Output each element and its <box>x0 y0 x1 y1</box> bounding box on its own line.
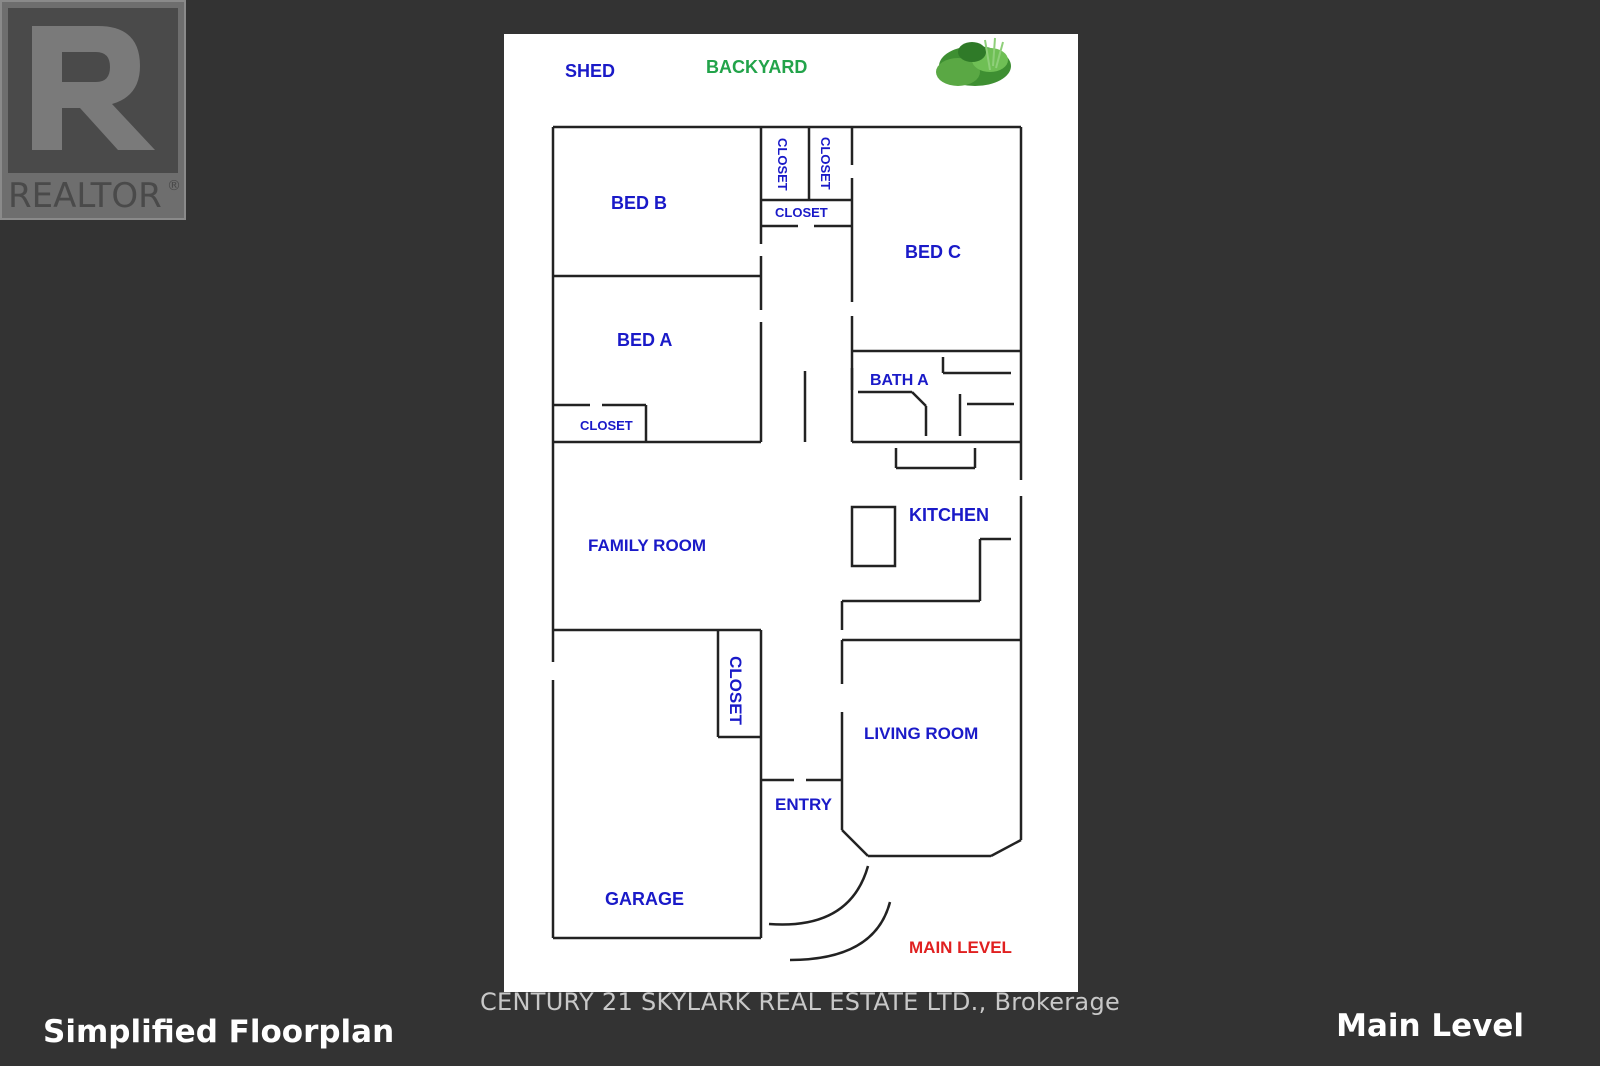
closet-label: CLOSET <box>775 138 790 191</box>
garage-label: GARAGE <box>605 889 684 909</box>
entry-label: ENTRY <box>775 795 833 814</box>
plant-icon <box>936 37 1011 86</box>
bed-a-label: BED A <box>617 330 672 350</box>
brokerage-watermark: CENTURY 21 SKYLARK REAL ESTATE LTD., Bro… <box>479 988 1121 1016</box>
bath-a-label: BATH A <box>870 372 929 389</box>
realtor-wordmark: REALTOR <box>8 176 162 216</box>
caption-level: Main Level <box>1336 1008 1524 1044</box>
kitchen-label: KITCHEN <box>909 505 989 525</box>
bed-b-label: BED B <box>611 193 667 213</box>
closet-label: CLOSET <box>580 418 633 433</box>
living-room-label: LIVING ROOM <box>864 724 978 743</box>
closet-label: CLOSET <box>818 137 833 190</box>
floorplan-walls <box>551 125 1023 962</box>
bed-c-label: BED C <box>905 242 961 262</box>
family-room-label: FAMILY ROOM <box>588 536 706 555</box>
realtor-r-icon <box>32 26 155 150</box>
shed-label: SHED <box>565 61 615 81</box>
floorplan-sheet <box>504 34 1078 992</box>
realtor-logo: REALTOR ® <box>0 0 186 220</box>
caption-title: Simplified Floorplan <box>43 1014 395 1050</box>
room-labels: SHED BACKYARD CLOSET CLOSET CLOSET BED B… <box>565 57 1012 957</box>
registered-mark: ® <box>167 178 181 194</box>
backyard-label: BACKYARD <box>706 57 807 77</box>
closet-label: CLOSET <box>775 205 828 220</box>
closet-label: CLOSET <box>726 656 745 726</box>
main-level-tag: MAIN LEVEL <box>909 938 1012 957</box>
